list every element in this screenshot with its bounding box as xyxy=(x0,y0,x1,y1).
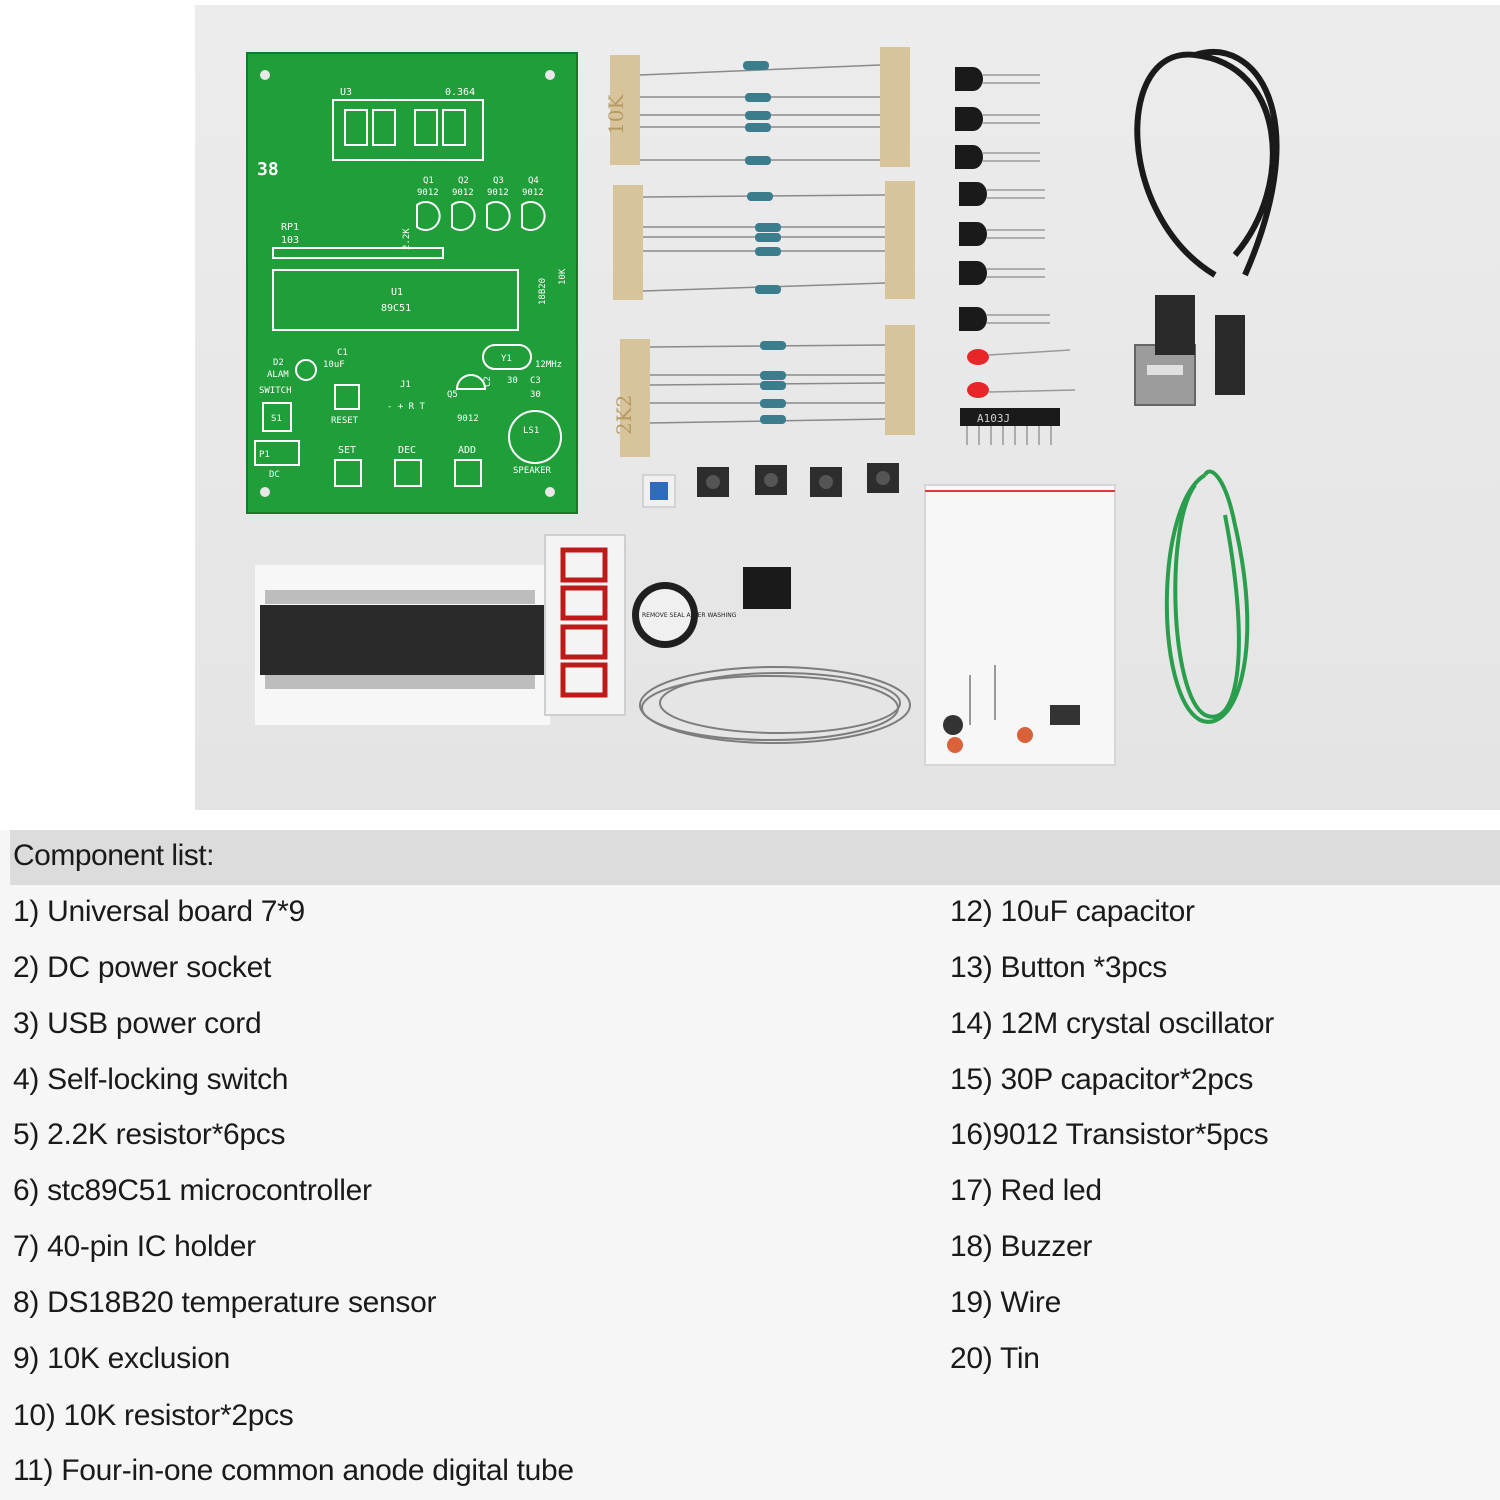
list-item: 18) Buzzer xyxy=(950,1230,1093,1263)
list-item: 17) Red led xyxy=(950,1174,1102,1207)
usb-cable xyxy=(1134,48,1280,278)
pcb-reset-label: RESET xyxy=(331,416,359,426)
list-item: 3) USB power cord xyxy=(13,1007,262,1040)
buzzer: REMOVE SEAL AFTER WASHING xyxy=(632,582,737,648)
list-item: 6) stc89C51 microcontroller xyxy=(13,1174,372,1207)
pcb-q2-ref: Q2 xyxy=(458,176,469,186)
pcb-u1-ref: U1 xyxy=(391,287,403,298)
pcb-q3-ref: Q3 xyxy=(493,176,504,186)
component-list-header: Component list: xyxy=(10,830,1500,885)
pcb-d2-ref: D2 xyxy=(273,358,284,368)
transistors xyxy=(955,67,1050,331)
pcb-c3-value: 30 xyxy=(530,390,541,400)
usb-plug xyxy=(1134,295,1245,406)
pcb-add-label: ADD xyxy=(458,445,476,456)
pcb-p1-ref: P1 xyxy=(259,450,270,460)
parts-bag xyxy=(924,484,1116,766)
resistor-pack-marking: A103J xyxy=(977,412,1010,425)
pcb-switch-name: SWITCH xyxy=(259,386,292,396)
pcb-q4-value: 9012 xyxy=(522,188,544,198)
pcb-q1-value: 9012 xyxy=(417,188,439,198)
list-item: 7) 40-pin IC holder xyxy=(13,1230,256,1263)
buttons-row xyxy=(642,463,899,508)
list-item: 15) 30P capacitor*2pcs xyxy=(950,1063,1254,1096)
pcb-q2-value: 9012 xyxy=(452,188,474,198)
pcb-q5-value: 9012 xyxy=(457,414,479,424)
list-item: 8) DS18B20 temperature sensor xyxy=(13,1286,437,1319)
list-item: 9) 10K exclusion xyxy=(13,1342,230,1375)
list-item: 2) DC power socket xyxy=(13,951,272,984)
pcb-c1-value: 10uF xyxy=(323,360,345,370)
pcb-board: U3 0.364 38 Q1 Q2 Q3 Q4 9012 9012 9012 9… xyxy=(246,52,578,514)
pcb-dc-label: DC xyxy=(269,470,280,480)
resistor-strips: 10K 2K2 xyxy=(604,47,915,457)
list-item: 5) 2.2K resistor*6pcs xyxy=(13,1118,286,1151)
dc-socket xyxy=(743,567,791,609)
pcb-c1-ref: C1 xyxy=(337,348,348,358)
pcb-j1-ref: J1 xyxy=(400,380,411,390)
pcb-q5-ref: Q5 xyxy=(447,390,458,400)
pcb-speaker-label: SPEAKER xyxy=(513,466,552,476)
pcb-board-number: 38 xyxy=(257,159,279,180)
list-item: 13) Button *3pcs xyxy=(950,951,1168,984)
pcb-r-value: 2.2K xyxy=(402,228,412,250)
pcb-c2-value: 30 xyxy=(507,376,518,386)
pcb-display-value: 0.364 xyxy=(445,87,475,98)
list-item: 4) Self-locking switch xyxy=(13,1063,289,1096)
pcb-c2-ref: C2 xyxy=(483,376,493,387)
component-list-panel: Component list: 1) Universal board 7*9 2… xyxy=(0,830,1500,1500)
list-item: 10) 10K resistor*2pcs xyxy=(13,1399,294,1432)
pcb-display-ref: U3 xyxy=(340,87,352,98)
pcb-y1-ref: Y1 xyxy=(501,354,512,364)
pcb-speaker-ref: LS1 xyxy=(523,426,539,436)
pcb-rp1-ref: RP1 xyxy=(281,222,299,233)
pcb-u1-value: 89C51 xyxy=(381,303,411,314)
list-item: 1) Universal board 7*9 xyxy=(13,895,305,928)
pcb-c3-ref: C3 xyxy=(530,376,541,386)
pcb-set-label: SET xyxy=(338,445,356,456)
pcb-sensor-ref: 18B20 xyxy=(538,278,548,305)
pcb-q1-ref: Q1 xyxy=(423,176,434,186)
tape-label-2k2: 2K2 xyxy=(612,395,636,435)
pcb-s1-ref: S1 xyxy=(271,414,282,424)
pcb-rp1-value: 103 xyxy=(281,235,299,246)
list-item: 19) Wire xyxy=(950,1286,1061,1319)
pcb-q3-value: 9012 xyxy=(487,188,509,198)
pcb-y1-value: 12MHz xyxy=(535,360,562,370)
pcb-d2-name: ALAM xyxy=(267,370,289,380)
list-item: 11) Four-in-one common anode digital tub… xyxy=(13,1454,574,1487)
list-item: 16)9012 Transistor*5pcs xyxy=(950,1118,1269,1151)
pcb-sensor-value: 10K xyxy=(558,268,568,285)
component-list-title: Component list: xyxy=(13,839,214,872)
green-wire xyxy=(1164,469,1250,724)
tape-label-10k: 10K xyxy=(604,94,628,135)
red-leds xyxy=(967,349,1076,398)
pcb-dec-label: DEC xyxy=(398,445,416,456)
mcu-chip xyxy=(255,565,550,725)
pcb-q4-ref: Q4 xyxy=(528,176,539,186)
resistor-pack: A103J xyxy=(960,408,1060,445)
list-item: 14) 12M crystal oscillator xyxy=(950,1007,1274,1040)
pcb-j1-pins: - + R T xyxy=(387,402,426,412)
solder-coil xyxy=(639,666,911,744)
list-item: 12) 10uF capacitor xyxy=(950,895,1195,928)
buzzer-label: REMOVE SEAL AFTER WASHING xyxy=(642,612,737,619)
list-item: 20) Tin xyxy=(950,1342,1040,1375)
digital-tube xyxy=(544,534,626,716)
product-photo: U3 0.364 38 Q1 Q2 Q3 Q4 9012 9012 9012 9… xyxy=(195,5,1500,810)
